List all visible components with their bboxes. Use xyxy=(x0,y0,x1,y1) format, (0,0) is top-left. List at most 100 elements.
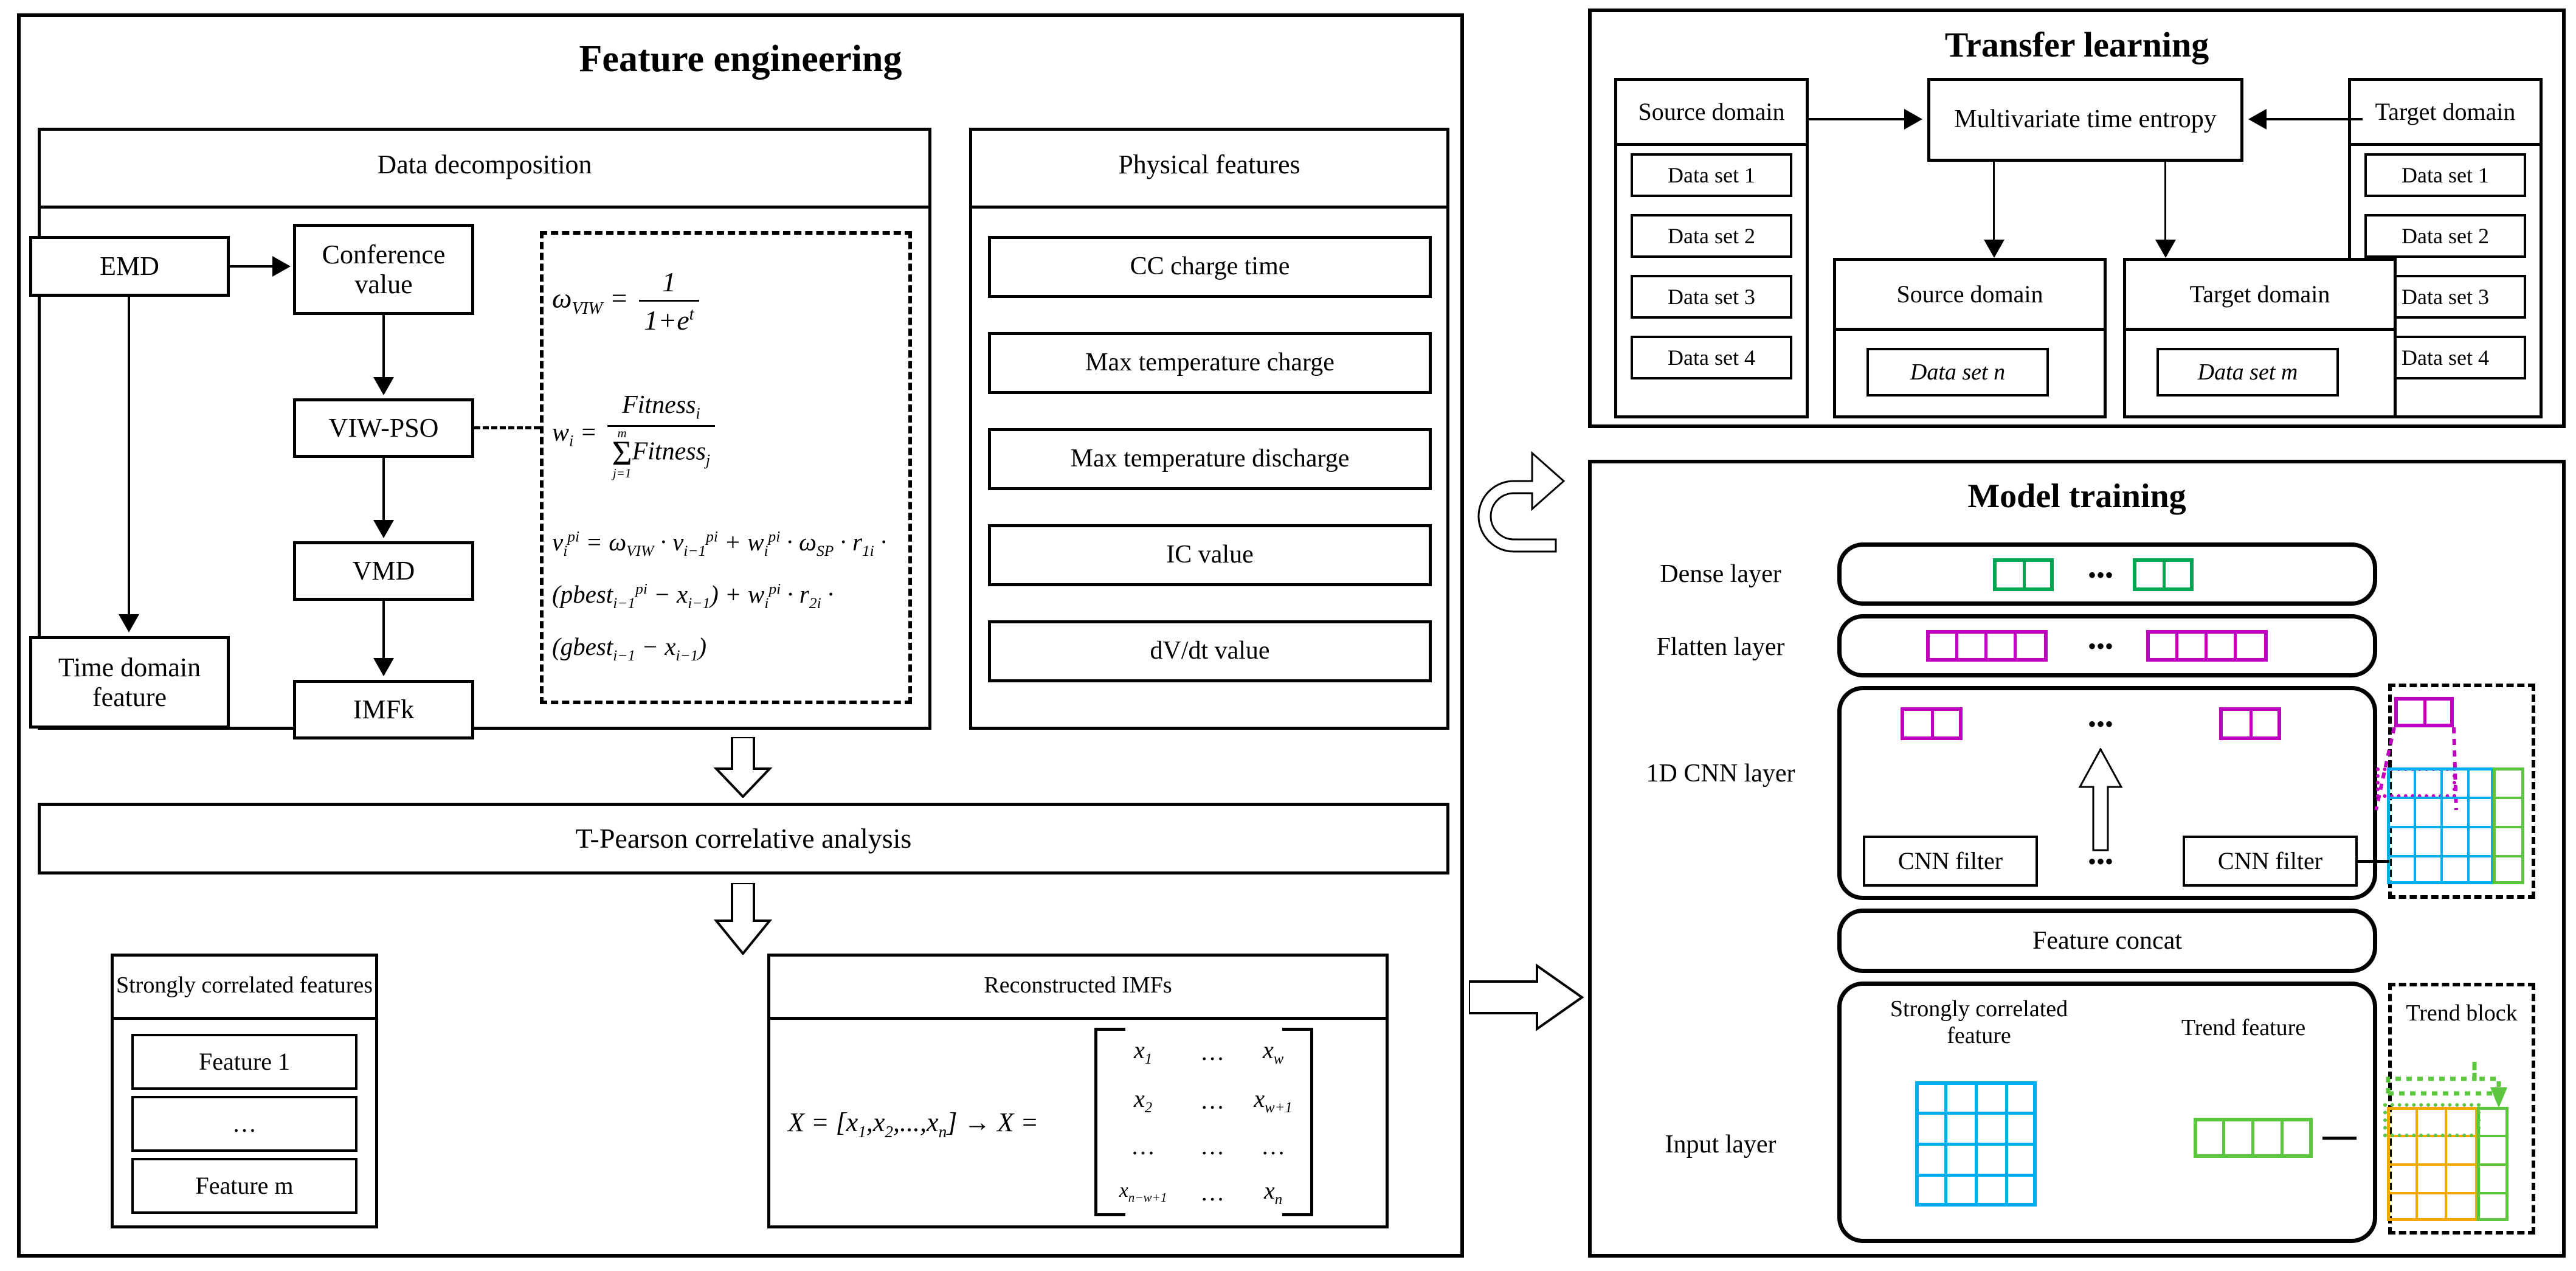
physical-features-title: Physical features xyxy=(1118,150,1300,179)
matrix-cell: xn−w+1 xyxy=(1119,1179,1167,1205)
trend-feature-label: Trend feature xyxy=(2181,1015,2306,1041)
node-conference-value: Conference value xyxy=(293,224,474,315)
input-trend-feature-row-green xyxy=(2194,1118,2313,1158)
feature-engineering-title: Feature engineering xyxy=(579,38,902,80)
target-dataset-item: Data set 2 xyxy=(2364,214,2526,258)
matrix-cell: … xyxy=(1200,1178,1225,1206)
physical-feature-label: Max temperature charge xyxy=(1085,348,1335,377)
model-training-title: Model training xyxy=(1967,477,2186,515)
arrow-vmd-to-imfk-head xyxy=(373,658,394,676)
cnn-filter-right-label: CNN filter xyxy=(2217,847,2323,874)
formula-pso-velocity-line2: (pbesti−1pi − xi−1) + wipi · r2i · xyxy=(552,580,834,612)
data-decomposition-header-divider xyxy=(38,206,931,209)
target-domain-out-item: Data set m xyxy=(2156,348,2339,397)
source-dataset-item: Data set 2 xyxy=(1631,214,1792,258)
cnn-filter-right: CNN filter xyxy=(2183,836,2358,887)
dense-unit-left-divider xyxy=(2023,558,2026,591)
physical-feature-item: Max temperature charge xyxy=(988,332,1432,394)
arrow-conference-to-viwpso-head xyxy=(373,377,394,395)
arrow-entropy-to-source-out-head xyxy=(1984,240,2005,258)
input-layer-box xyxy=(1837,982,2377,1243)
strongly-correlated-title: Strongly correlated features xyxy=(116,972,373,998)
physical-feature-label: Max temperature discharge xyxy=(1070,445,1350,473)
arrow-conference-to-viwpso-line xyxy=(382,315,385,381)
dense-layer-label: Dense layer xyxy=(1660,560,1781,588)
matrix-cell: … xyxy=(1200,1087,1225,1114)
cnn-filter-ellipsis: ••• xyxy=(2067,836,2134,887)
arrow-to-model-training xyxy=(1469,963,1584,1031)
source-domain-out-header: Source domain xyxy=(1833,258,2107,331)
matrix-cell: … xyxy=(1131,1132,1156,1160)
physical-feature-item: IC value xyxy=(988,524,1432,586)
target-dataset-label: Data set 3 xyxy=(2402,284,2489,309)
formula-weight-wi: wi = Fitnessi m Σ j=1 Fitnessj xyxy=(552,365,905,505)
t-pearson-label: T-Pearson correlative analysis xyxy=(575,823,912,854)
multivariate-time-entropy-label: Multivariate time entropy xyxy=(1954,105,2217,134)
cnn-filter-left-label: CNN filter xyxy=(1897,847,2003,874)
dense-layer-box xyxy=(1837,542,2377,606)
data-decomposition-title: Data decomposition xyxy=(377,150,592,179)
matrix-cell: xw xyxy=(1262,1036,1284,1068)
feature-concat-label: Feature concat xyxy=(2032,927,2183,955)
matrix-cell: xw+1 xyxy=(1254,1085,1293,1116)
trend-block-column-green xyxy=(2477,1107,2509,1221)
source-dataset-label: Data set 1 xyxy=(1668,162,1755,187)
source-dataset-item: Data set 4 xyxy=(1631,336,1792,379)
trend-block-shift-arrow xyxy=(2386,1061,2507,1108)
strongly-correlated-header-divider xyxy=(111,1017,378,1020)
reconstructed-imfs-title: Reconstructed IMFs xyxy=(984,972,1172,998)
source-domain-out-label: Data set n xyxy=(1910,359,2006,385)
matrix-row: x1 … xw xyxy=(1097,1028,1310,1076)
node-time-domain-feature: Time domain feature xyxy=(29,636,230,729)
flatten-ellipsis: ••• xyxy=(2067,630,2134,662)
dense-ellipsis-label: ••• xyxy=(2087,561,2113,589)
flatten-layer-label: Flatten layer xyxy=(1656,633,1785,661)
arrow-entropy-to-target-out-line xyxy=(2164,162,2166,243)
source-dataset-label: Data set 3 xyxy=(1668,284,1755,309)
arrow-entropy-to-target-out-head xyxy=(2155,240,2176,258)
target-dataset-label: Data set 2 xyxy=(2402,223,2489,248)
matrix-cell: x2 xyxy=(1133,1085,1153,1116)
arrow-entropy-to-source-out-line xyxy=(1993,162,1995,243)
imf-equation-left: X = [x1,x2,...,xn] → X = xyxy=(788,1107,1038,1141)
input-layer-label: Input layer xyxy=(1665,1131,1777,1158)
flatten-units-left-divider-2 xyxy=(1984,630,1987,662)
cnn-filter-left: CNN filter xyxy=(1863,836,2038,887)
arrow-target-to-entropy-head xyxy=(2248,109,2267,130)
target-dataset-label: Data set 4 xyxy=(2402,345,2489,370)
cnn-feature-matrix-green-column xyxy=(2493,767,2524,884)
target-domain-title: Target domain xyxy=(2375,97,2516,125)
arrow-viwpso-to-vmd-line xyxy=(382,458,385,524)
correlated-feature-label: … xyxy=(232,1109,257,1137)
flatten-ellipsis-label: ••• xyxy=(2087,632,2113,660)
node-vmd: VMD xyxy=(293,541,474,601)
cnn-upward-arrow xyxy=(2078,748,2123,851)
arrow-feedback-to-transfer-learning xyxy=(1477,451,1566,553)
physical-feature-label: IC value xyxy=(1166,541,1254,569)
source-dataset-label: Data set 4 xyxy=(1668,345,1755,370)
cnn-feature-matrix-blue xyxy=(2387,767,2494,884)
arrow-emd-to-timedomain-line xyxy=(128,297,130,618)
matrix-row: x2 … xw+1 xyxy=(1097,1076,1310,1125)
dense-unit-right-divider xyxy=(2163,558,2166,591)
arrow-source-to-entropy-head xyxy=(1904,109,1922,130)
cnn-layer-label: 1D CNN layer xyxy=(1646,760,1795,788)
node-viw-pso-label: VIW-PSO xyxy=(328,413,439,443)
trend-feature-connector xyxy=(2322,1137,2357,1140)
flatten-units-right-divider-3 xyxy=(2234,630,2237,662)
formula-dashed-box xyxy=(540,231,912,704)
arrow-vmd-to-imfk-line xyxy=(382,601,385,662)
trend-block-row-highlight xyxy=(2383,1103,2481,1137)
viwpso-formula-connector xyxy=(474,426,540,429)
flatten-units-left-divider-3 xyxy=(2014,630,2017,662)
node-emd: EMD xyxy=(29,236,230,297)
t-pearson-box: T-Pearson correlative analysis xyxy=(38,803,1449,874)
arrow-emd-to-timedomain-head xyxy=(119,614,139,632)
physical-features-header-divider xyxy=(969,206,1449,209)
trend-block-label: Trend block xyxy=(2406,1000,2518,1026)
node-emd-label: EMD xyxy=(100,251,159,282)
physical-feature-item: dV/dt value xyxy=(988,620,1432,682)
flatten-units-left-divider-1 xyxy=(1955,630,1958,662)
arrow-viwpso-to-vmd-head xyxy=(373,520,394,538)
physical-feature-label: dV/dt value xyxy=(1150,637,1270,665)
